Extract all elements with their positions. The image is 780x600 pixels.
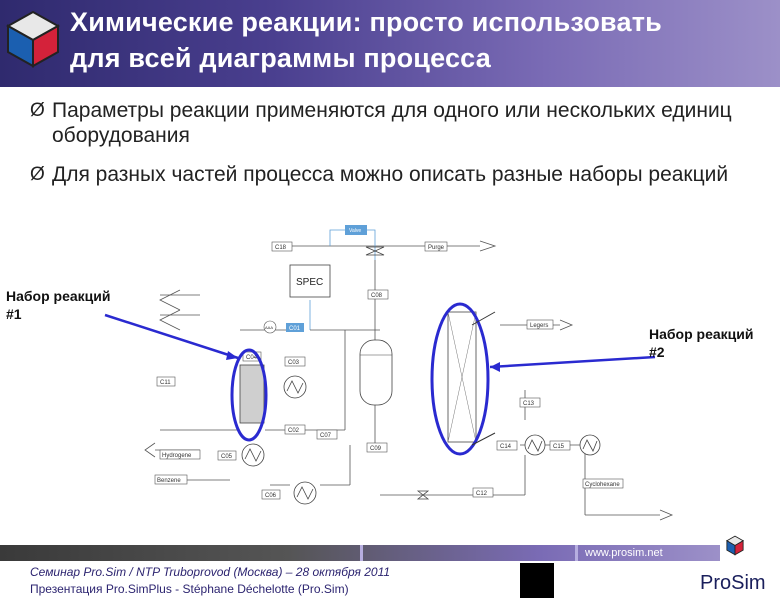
label-2-line-1: Набор реакций bbox=[649, 326, 754, 342]
legers-tag: Legers bbox=[530, 323, 548, 329]
reaction-set-label-2: Набор реакций #2 bbox=[649, 325, 754, 361]
stream-c14: C14 bbox=[500, 444, 512, 450]
hydrogen-tag: Hydrogene bbox=[162, 453, 192, 459]
benzene-tag: Benzene bbox=[157, 478, 181, 484]
seminar-caption: Семинар Pro.Sim / NTP Truboprovod (Москв… bbox=[30, 565, 391, 579]
header-banner bbox=[0, 0, 780, 87]
bullet-text-2: Для разных частей процесса можно описать… bbox=[52, 163, 729, 186]
stream-c05: C05 bbox=[221, 454, 233, 460]
stream-c09: C09 bbox=[370, 446, 382, 452]
bullet-text-1: Параметры реакции применяются для одного… bbox=[52, 99, 732, 147]
reaction-set-label-1: Набор реакций #1 bbox=[6, 287, 111, 323]
prosim-cube-logo-icon bbox=[725, 535, 745, 556]
aaa-tag: AAA bbox=[265, 325, 273, 330]
presentation-caption: Презентация Pro.SimPlus - Stéphane Déche… bbox=[30, 582, 349, 596]
stream-c06: C06 bbox=[265, 493, 277, 499]
purge-tag: Purge bbox=[428, 245, 445, 251]
prosim-brand: ProSim bbox=[700, 572, 766, 594]
black-square bbox=[520, 563, 554, 598]
label-1-line-1: Набор реакций bbox=[6, 288, 111, 304]
stream-c03: C03 bbox=[288, 360, 300, 366]
valve-tag: Valve bbox=[349, 228, 361, 234]
page-title: Химические реакции: просто использовать … bbox=[70, 4, 775, 76]
label-1-line-2: #1 bbox=[6, 306, 22, 322]
stream-c12: C12 bbox=[476, 491, 488, 497]
process-flow-diagram: Valve C18 Purge SPEC C08 AAA C01 C04 C03… bbox=[104, 225, 674, 521]
stream-c11: C11 bbox=[160, 380, 171, 386]
stream-c18: C18 bbox=[275, 245, 287, 251]
footer-separator bbox=[360, 545, 363, 561]
title-line-1: Химические реакции: просто использовать bbox=[70, 7, 662, 37]
stream-c02: C02 bbox=[288, 428, 300, 434]
footer-separator bbox=[575, 545, 578, 561]
cyclohexane-tag: Cyclohexane bbox=[585, 482, 620, 488]
stream-c07: C07 bbox=[320, 433, 332, 439]
website-link[interactable]: www.prosim.net bbox=[585, 547, 663, 559]
arrow-bullet-icon: Ø bbox=[30, 164, 45, 185]
bullet-list: Ø Параметры реакции применяются для одно… bbox=[30, 98, 770, 201]
cube-logo-icon bbox=[5, 10, 61, 68]
label-2-line-2: #2 bbox=[649, 344, 665, 360]
stream-c13: C13 bbox=[523, 401, 535, 407]
stream-c08: C08 bbox=[371, 293, 383, 299]
arrow-bullet-icon: Ø bbox=[30, 100, 45, 121]
bullet-item: Ø Параметры реакции применяются для одно… bbox=[30, 98, 770, 148]
spec-block: SPEC bbox=[296, 277, 323, 288]
stream-c15: C15 bbox=[553, 444, 565, 450]
stream-c04: C04 bbox=[246, 355, 258, 361]
bullet-item: Ø Для разных частей процесса можно описа… bbox=[30, 162, 770, 187]
stream-c01: C01 bbox=[289, 326, 301, 332]
title-line-2: для всей диаграммы процесса bbox=[70, 43, 491, 73]
footer-bar bbox=[0, 545, 720, 561]
